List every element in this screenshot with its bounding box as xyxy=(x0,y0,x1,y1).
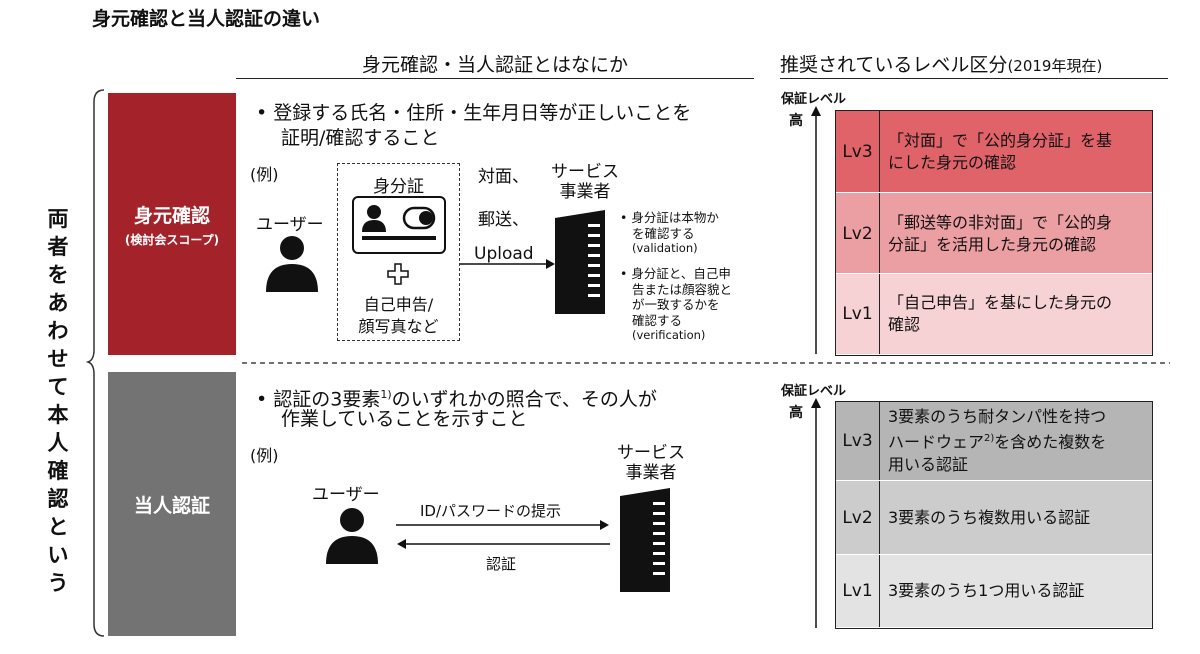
identity-axis-high: 高 xyxy=(789,113,803,129)
auth-level-row-lv2: Lv2 3要素のうち複数用いる認証 xyxy=(836,480,1152,555)
verification-note-line4: 確認する xyxy=(632,312,683,328)
identity-lv2-line2: 分証」を活用した身元の確認 xyxy=(888,234,1097,254)
verification-note: • 身分証と、自己申 告または顔容貌と が一致するかを 確認する (verifi… xyxy=(620,266,732,344)
identity-level-lv2-label: Lv2 xyxy=(836,193,880,274)
auth-level-lv1-desc: 3要素のうち1つ用いる認証 xyxy=(888,581,1085,600)
identity-level-lv2-desc: 「郵送等の非対面」で「公的身分証」を活用した身元の確認 xyxy=(888,193,1144,274)
identity-bullet-line1: • 登録する氏名・住所・生年月日等が正しいことを xyxy=(256,102,692,124)
auth-lv3-line2-start: ハードウェア xyxy=(888,432,985,452)
auth-assurance-axis-label: 保証レベル xyxy=(781,384,847,399)
right-column-header-note: (2019年現在) xyxy=(1007,57,1103,75)
auth-level-row-lv1: Lv1 3要素のうち1つ用いる認証 xyxy=(836,554,1152,627)
auth-response-arrow xyxy=(397,539,610,549)
auth-level-lv1-label: Lv1 xyxy=(836,555,880,627)
auth-present-arrow xyxy=(396,520,609,530)
id-evidence-box xyxy=(337,163,460,341)
plus-icon xyxy=(387,263,409,285)
auth-response-label: 認証 xyxy=(486,555,517,573)
auth-provider-line2: 事業者 xyxy=(625,463,677,483)
identity-level-lv3-label: Lv3 xyxy=(836,111,880,192)
identity-example-label: (例) xyxy=(250,165,279,184)
validation-note-line1: • 身分証は本物か xyxy=(620,210,719,225)
auth-provider-label: サービス 事業者 xyxy=(612,443,690,483)
auth-axis-high: 高 xyxy=(789,405,803,421)
identity-block-subtitle: (検討会スコープ) xyxy=(124,232,220,247)
authentication-block: 当人認証 xyxy=(108,372,236,636)
channel-mail: 郵送、 xyxy=(478,210,529,230)
identity-bullet-line2: 証明/確認すること xyxy=(281,127,440,149)
auth-axis-arrow xyxy=(811,398,821,628)
verification-note-line5: (verification) xyxy=(632,328,706,342)
auth-lv3-line1: 3要素のうち耐タンパ性を持つ xyxy=(888,407,1107,427)
identity-block-title: 身元確認 xyxy=(133,204,210,227)
identity-provider-line2: 事業者 xyxy=(559,182,611,202)
verification-note-line1: • 身分証と、自己申 xyxy=(620,266,731,281)
page-title: 身元確認と当人認証の違い xyxy=(92,8,321,30)
auth-level-lv2-desc: 3要素のうち複数用いる認証 xyxy=(888,508,1091,527)
self-report-label: 自己申告/ 顔写真など xyxy=(337,294,460,338)
identity-lv3-line1: 「対面」で「公的身分証」を基 xyxy=(888,130,1113,150)
verification-note-line2: 告または顔容貌と xyxy=(632,281,733,297)
right-column-underline xyxy=(780,78,1168,79)
auth-level-table: Lv3 3要素のうち耐タンパ性を持つ ハードウェア2)を含めた複数を 用いる認証… xyxy=(835,401,1153,629)
identity-user-icon xyxy=(266,236,318,292)
identity-level-table: Lv3 「対面」で「公的身分証」を基にした身元の確認 Lv2 「郵送等の非対面」… xyxy=(835,110,1153,356)
auth-example-label: (例) xyxy=(250,446,279,465)
auth-user-icon xyxy=(326,508,378,564)
side-label-both-together: 両者をあわせて本人確認という xyxy=(47,207,69,595)
left-column-header: 身元確認・当人認証とはなにか xyxy=(361,54,628,76)
auth-lv3-line3: 用いる認証 xyxy=(888,454,969,474)
validation-note: • 身分証は本物か を確認する (validation) xyxy=(620,210,719,257)
side-brace xyxy=(86,89,105,637)
identity-submit-arrow xyxy=(460,259,555,269)
auth-bullet-line1-rest: のいずれかの照合で、その人が xyxy=(391,388,657,411)
auth-present-credentials-label: ID/パスワードの提示 xyxy=(420,502,562,520)
identity-level-row-lv3: Lv3 「対面」で「公的身分証」を基にした身元の確認 xyxy=(836,111,1152,192)
identity-level-row-lv1: Lv1 「自己申告」を基にした身元の確認 xyxy=(836,273,1152,354)
identity-assurance-axis-label: 保証レベル xyxy=(781,92,847,107)
auth-lv3-line2-rest: を含めた複数を xyxy=(994,432,1107,452)
identity-lv3-line2: にした身元の確認 xyxy=(888,152,1017,172)
left-column-underline xyxy=(236,78,754,79)
channel-in-person: 対面、 xyxy=(478,167,529,187)
auth-level-row-lv3: Lv3 3要素のうち耐タンパ性を持つ ハードウェア2)を含めた複数を 用いる認証 xyxy=(836,402,1152,480)
identity-lv1-line1: 「自己申告」を基にした身元の xyxy=(888,293,1113,312)
identity-verification-block: 身元確認 (検討会スコープ) xyxy=(108,93,236,355)
identity-level-lv3-desc: 「対面」で「公的身分証」を基にした身元の確認 xyxy=(888,111,1144,192)
authentication-block-title: 当人認証 xyxy=(133,494,210,517)
identity-level-row-lv2: Lv2 「郵送等の非対面」で「公的身分証」を活用した身元の確認 xyxy=(836,192,1152,274)
auth-lv3-line2: ハードウェア2)を含めた複数を xyxy=(888,428,1106,453)
identity-level-lv1-label: Lv1 xyxy=(836,274,880,354)
right-column-header-text: 推奨されているレベル区分 xyxy=(780,54,1008,76)
identity-level-lv1-desc: 「自己申告」を基にした身元の確認 xyxy=(888,274,1144,354)
auth-level-lv3-desc: 3要素のうち耐タンパ性を持つ ハードウェア2)を含めた複数を 用いる認証 xyxy=(888,402,1144,480)
auth-server-icon xyxy=(620,488,670,592)
auth-bullet-footnote-1: 1) xyxy=(380,388,392,401)
auth-level-lv3-label: Lv3 xyxy=(836,402,880,480)
self-report-line2: 顔写真など xyxy=(358,317,439,336)
identity-provider-line1: サービス xyxy=(551,162,619,182)
validation-note-line2: を確認する xyxy=(632,225,695,241)
validation-note-line3: (validation) xyxy=(632,241,698,255)
identity-server-icon xyxy=(555,210,605,314)
channel-upload: Upload xyxy=(474,244,534,264)
right-column-header: 推奨されているレベル区分(2019年現在) xyxy=(780,50,1170,77)
identity-axis-arrow xyxy=(811,106,821,354)
auth-user-label: ユーザー xyxy=(312,485,380,505)
verification-note-line3: が一致するかを xyxy=(632,297,720,312)
auth-bullet-line1: • 認証の3要素1)のいずれかの照合で、その人が xyxy=(256,382,657,412)
id-card-icon xyxy=(352,196,446,254)
identity-provider-label: サービス 事業者 xyxy=(546,162,624,202)
section-divider xyxy=(242,362,1170,364)
identity-user-label: ユーザー xyxy=(256,215,324,235)
auth-provider-line1: サービス xyxy=(617,443,685,463)
auth-bullet-line1-start: • 認証の3要素 xyxy=(256,388,381,411)
identity-lv1-line2: 確認 xyxy=(888,315,921,334)
id-card-label: 身分証 xyxy=(373,177,424,197)
self-report-line1: 自己申告/ xyxy=(363,295,434,314)
auth-lv3-footnote-2: 2) xyxy=(984,433,995,445)
auth-level-lv2-label: Lv2 xyxy=(836,481,880,555)
identity-lv2-line1: 「郵送等の非対面」で「公的身 xyxy=(888,212,1113,232)
auth-bullet-line2: 作業していることを示すこと xyxy=(281,408,528,430)
